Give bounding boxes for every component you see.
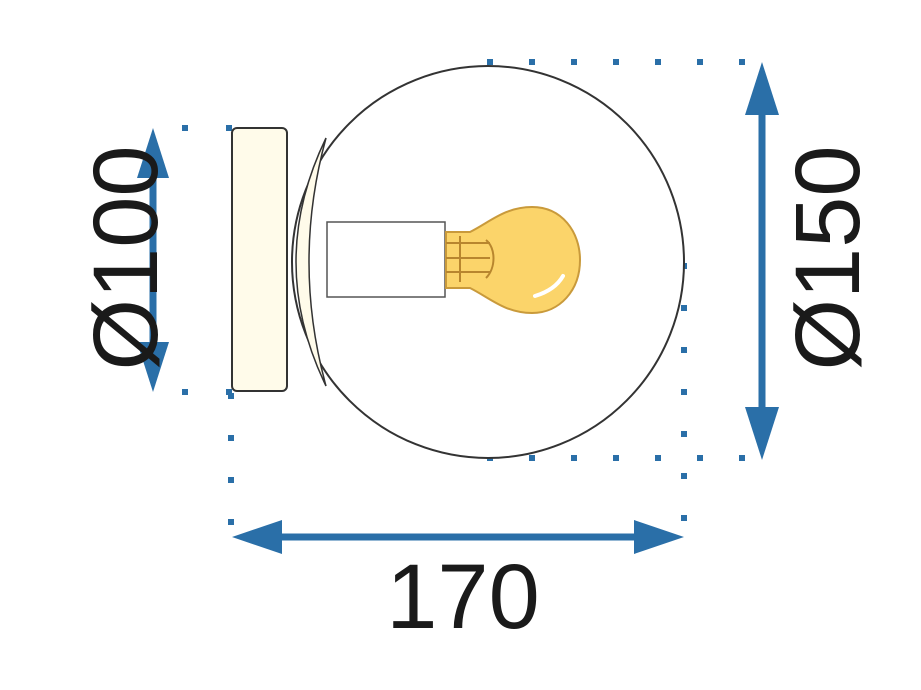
wall-mount-base-icon (231, 127, 288, 392)
socket-holder-icon (326, 221, 446, 298)
guide-dot (487, 59, 493, 65)
base-diameter-label: Ø100 (75, 145, 177, 370)
guide-dot (529, 59, 535, 65)
depth-label: 170 (386, 546, 540, 648)
guide-dot (697, 455, 703, 461)
guide-dot (228, 519, 234, 525)
guide-dot (681, 305, 687, 311)
guide-dot (697, 59, 703, 65)
guide-dot (681, 389, 687, 395)
bottom-guide-dots (487, 455, 745, 461)
guide-dot (655, 455, 661, 461)
guide-dot (571, 59, 577, 65)
guide-dot (739, 59, 745, 65)
light-bulb-icon (445, 205, 582, 315)
guide-dot (655, 59, 661, 65)
globe-diameter-arrow (745, 62, 779, 460)
guide-dot (681, 473, 687, 479)
guide-dot (228, 477, 234, 483)
left-vertical-guide-dots (228, 393, 234, 525)
base-top-guide-dots (182, 125, 232, 131)
guide-dot (739, 455, 745, 461)
guide-dot (182, 389, 188, 395)
base-bottom-guide-dots (182, 389, 232, 395)
guide-dot (613, 59, 619, 65)
guide-dot (226, 389, 232, 395)
guide-dot (529, 455, 535, 461)
guide-dot (228, 435, 234, 441)
guide-dot (681, 515, 687, 521)
depth-arrow (232, 520, 684, 554)
guide-dot (681, 347, 687, 353)
globe-diameter-label: Ø150 (777, 145, 879, 370)
guide-dot (182, 125, 188, 131)
guide-dot (228, 393, 234, 399)
right-vertical-guide-dots (681, 263, 687, 521)
guide-dot (681, 431, 687, 437)
canopy-icon (295, 137, 327, 387)
top-guide-dots (487, 59, 745, 65)
guide-dot (226, 125, 232, 131)
guide-dot (571, 455, 577, 461)
guide-dot (613, 455, 619, 461)
base-diameter-arrow (137, 128, 169, 392)
dotted-guides (182, 59, 745, 525)
dimension-arrows (137, 62, 779, 554)
